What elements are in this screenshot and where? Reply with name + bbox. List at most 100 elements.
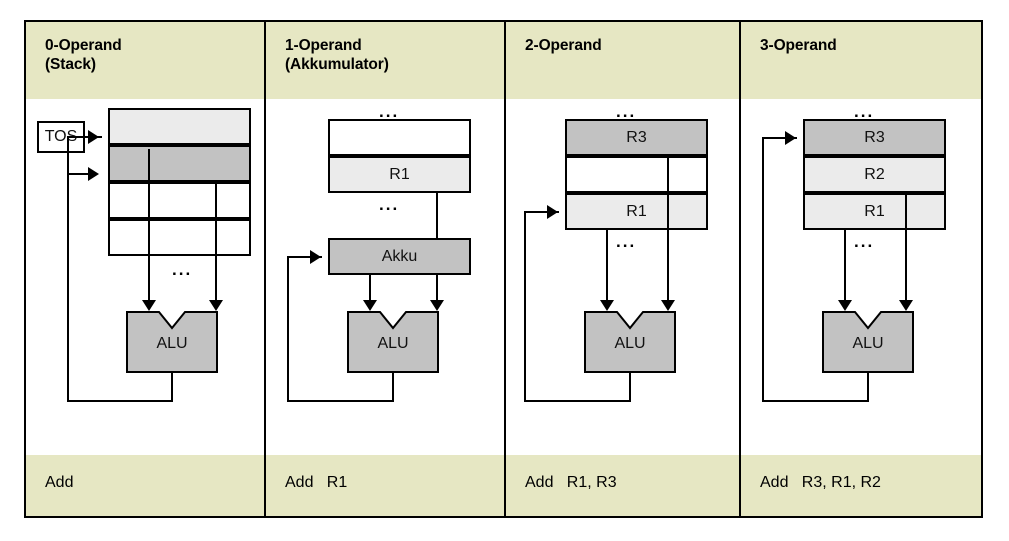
three-writeback-down — [867, 372, 869, 401]
instruction-two-operand: Add R1, R3 — [525, 474, 617, 491]
register-cell-r2-three-label: R2 — [864, 165, 885, 183]
operand-comparison-table: 0-Operand(Stack) 1-Operand(Akkumulator) … — [24, 20, 983, 518]
regfile-top-ellipsis-three: ... — [854, 102, 875, 121]
alu-shape-two: ALU — [584, 311, 676, 373]
register-cell-r1-three: R1 — [803, 193, 946, 230]
regfile-bottom-ellipsis-acc: ... — [379, 195, 400, 214]
stack-writeback-in — [67, 136, 102, 138]
stack-writeback-arrow-icon — [88, 167, 99, 181]
three-writeback-in — [762, 137, 797, 139]
alu-label-stack: ALU — [156, 335, 188, 353]
alu-shape-acc: ALU — [347, 311, 439, 373]
stack-writeback-down — [171, 372, 173, 401]
regfile-bottom-ellipsis-three: ... — [854, 232, 875, 251]
acc-writeback-down — [392, 372, 394, 401]
register-cell-r3-two-label: R3 — [626, 128, 647, 146]
regfile-top-ellipsis-two: ... — [616, 102, 637, 121]
instruction-one-operand: Add R1 — [285, 474, 348, 491]
register-cell-empty-two — [565, 156, 708, 193]
table-header-row: 0-Operand(Stack) 1-Operand(Akkumulator) … — [26, 22, 981, 99]
footer-cell-two-operand: Add R1, R3 — [506, 455, 741, 516]
register-cell-r3-three: R3 — [803, 119, 946, 156]
three-operand-line-right — [905, 192, 907, 303]
acc-writeback-in — [287, 256, 322, 258]
register-cell-empty-acc — [328, 119, 471, 156]
alu-label-three: ALU — [852, 335, 884, 353]
register-cell-r1-two: R1 — [565, 193, 708, 230]
footer-cell-three-operand: Add R3, R1, R2 — [741, 455, 981, 516]
alu-label-two: ALU — [614, 335, 646, 353]
register-cell-r1-acc-label: R1 — [389, 165, 410, 183]
instruction-zero-operand: Add — [45, 474, 74, 491]
stack-operand-arrow-left-icon — [142, 300, 156, 311]
two-operand-line-right — [667, 155, 669, 303]
body-cell-three-operand: ... R3 R2 R1 ... — [741, 99, 981, 455]
tos-pointer-box: TOS — [37, 121, 85, 153]
alu-shape-three: ALU — [822, 311, 914, 373]
stack-writeback-bottom — [67, 400, 173, 402]
footer-cell-one-operand: Add R1 — [266, 455, 506, 516]
footer-cell-zero-operand: Add — [26, 455, 266, 516]
acc-operand-line-left — [369, 274, 371, 303]
acc-operand-arrow-left-icon — [363, 300, 377, 311]
header-cell-three-operand: 3-Operand — [741, 22, 981, 99]
two-operand-arrow-right-icon — [661, 300, 675, 311]
two-writeback-down — [629, 372, 631, 401]
header-cell-zero-operand: 0-Operand(Stack) — [26, 22, 266, 99]
regfile-top-ellipsis-acc: ... — [379, 102, 400, 121]
table-footer-row: Add Add R1 Add R1, R3 Add R3, R1, R2 — [26, 455, 981, 516]
stack-operand-line-right — [215, 181, 217, 303]
acc-operand-arrow-right-icon — [430, 300, 444, 311]
three-operand-line-left — [844, 229, 846, 303]
two-writeback-in — [524, 211, 559, 213]
register-cell-r1-three-label: R1 — [864, 202, 885, 220]
register-cell-r2-three: R2 — [803, 156, 946, 193]
three-operand-arrow-right-icon — [899, 300, 913, 311]
body-cell-one-operand: ... R1 ... Akku — [266, 99, 506, 455]
two-operand-line-left — [606, 229, 608, 303]
body-cell-zero-operand: TOS — [26, 99, 266, 455]
header-label-zero-operand: 0-Operand(Stack) — [45, 37, 122, 73]
header-label-two-operand: 2-Operand — [525, 37, 602, 54]
tos-label: TOS — [44, 128, 78, 145]
table-body-row: TOS — [26, 99, 981, 455]
register-cell-r3-two: R3 — [565, 119, 708, 156]
body-cell-two-operand: ... R3 R1 ... — [506, 99, 741, 455]
stack-cell-0 — [108, 108, 251, 145]
regfile-bottom-ellipsis-two: ... — [616, 232, 637, 251]
stack-cell-1 — [108, 145, 251, 182]
two-operand-arrow-left-icon — [600, 300, 614, 311]
two-operand-diagram: ... R3 R1 ... — [506, 99, 739, 455]
stack-writeback-into-cell — [67, 173, 92, 175]
two-writeback-up — [524, 211, 526, 401]
instruction-three-operand: Add R3, R1, R2 — [760, 474, 881, 491]
header-cell-one-operand: 1-Operand(Akkumulator) — [266, 22, 506, 99]
stack-writeback-up — [67, 136, 69, 401]
three-writeback-bottom — [762, 400, 869, 402]
two-writeback-bottom — [524, 400, 631, 402]
header-label-three-operand: 3-Operand — [760, 37, 837, 54]
alu-shape-stack: ALU — [126, 311, 218, 373]
stack-operand-line-left — [148, 149, 150, 303]
stack-cell-3 — [108, 219, 251, 256]
three-operand-arrow-left-icon — [838, 300, 852, 311]
two-writeback-arrow-icon — [547, 205, 558, 219]
register-cell-r1-two-label: R1 — [626, 202, 647, 220]
stack-ellipsis: ... — [172, 260, 193, 279]
register-cell-r1-acc: R1 — [328, 156, 471, 193]
acc-writeback-up — [287, 256, 289, 401]
accumulator-register: Akku — [328, 238, 471, 275]
acc-writeback-bottom — [287, 400, 394, 402]
three-writeback-up — [762, 137, 764, 401]
accumulator-label: Akku — [381, 247, 418, 265]
alu-label-acc: ALU — [377, 335, 409, 353]
accumulator-diagram: ... R1 ... Akku — [266, 99, 504, 455]
stack-cell-2 — [108, 182, 251, 219]
header-cell-two-operand: 2-Operand — [506, 22, 741, 99]
stack-diagram: TOS — [26, 99, 264, 455]
header-label-one-operand: 1-Operand(Akkumulator) — [285, 37, 389, 73]
stack-operand-arrow-right-icon — [209, 300, 223, 311]
three-writeback-arrow-icon — [785, 131, 796, 145]
three-operand-diagram: ... R3 R2 R1 ... — [741, 99, 981, 455]
